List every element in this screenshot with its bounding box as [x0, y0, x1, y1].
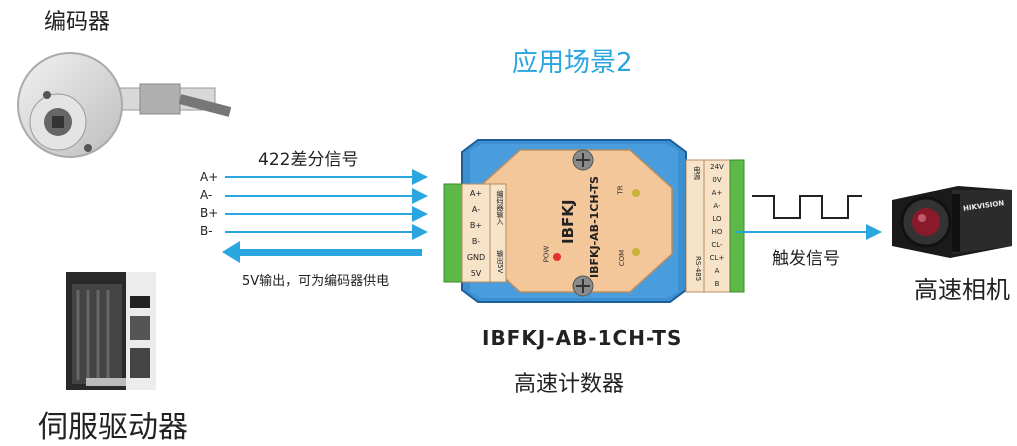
right-pin-label: CL+ — [704, 252, 730, 265]
right-pin-label: 24V — [704, 161, 730, 174]
left-side-text: 编码器输入 — [491, 190, 505, 246]
left-pin-label: A+ — [463, 186, 489, 202]
right-pin-label: LO — [704, 213, 730, 226]
right-side-text-485: RS-485 — [688, 256, 702, 290]
left-pin-label: 5V — [463, 266, 489, 282]
pow-led-label: POW — [542, 246, 550, 263]
com-led-label: COM — [618, 250, 626, 266]
right-side-text: 电源 — [688, 166, 702, 196]
encoder-image — [18, 53, 230, 157]
left-pin-label: GND — [463, 250, 489, 266]
servo-driver-image — [66, 272, 156, 390]
tr-led — [632, 189, 640, 197]
trigger-waveform — [736, 196, 880, 232]
device-model-vertical: IBFKJ-AB-1CH-TS — [588, 168, 608, 278]
left-pin-label: B- — [463, 234, 489, 250]
right-pin-label: A- — [704, 200, 730, 213]
right-pin-label: HO — [704, 226, 730, 239]
right-pin-label: CL- — [704, 239, 730, 252]
left-pin-label: B+ — [463, 218, 489, 234]
com-led — [632, 248, 640, 256]
right-pin-label: A — [704, 265, 730, 278]
left-terminal-labels: A+ A- B+ B- GND 5V — [463, 186, 489, 282]
pow-led — [553, 253, 561, 261]
power-output-arrow — [222, 241, 422, 263]
tr-led-label: TR — [617, 185, 625, 194]
left-side-text-5v: 输出5V — [491, 250, 505, 280]
camera-image — [892, 186, 1012, 258]
right-terminal-labels: 24V 0V A+ A- LO HO CL- CL+ A B — [704, 161, 730, 291]
input-signal-arrows — [225, 177, 426, 232]
right-pin-label: A+ — [704, 187, 730, 200]
left-pin-label: A- — [463, 202, 489, 218]
right-pin-label: 0V — [704, 174, 730, 187]
right-pin-label: B — [704, 278, 730, 291]
